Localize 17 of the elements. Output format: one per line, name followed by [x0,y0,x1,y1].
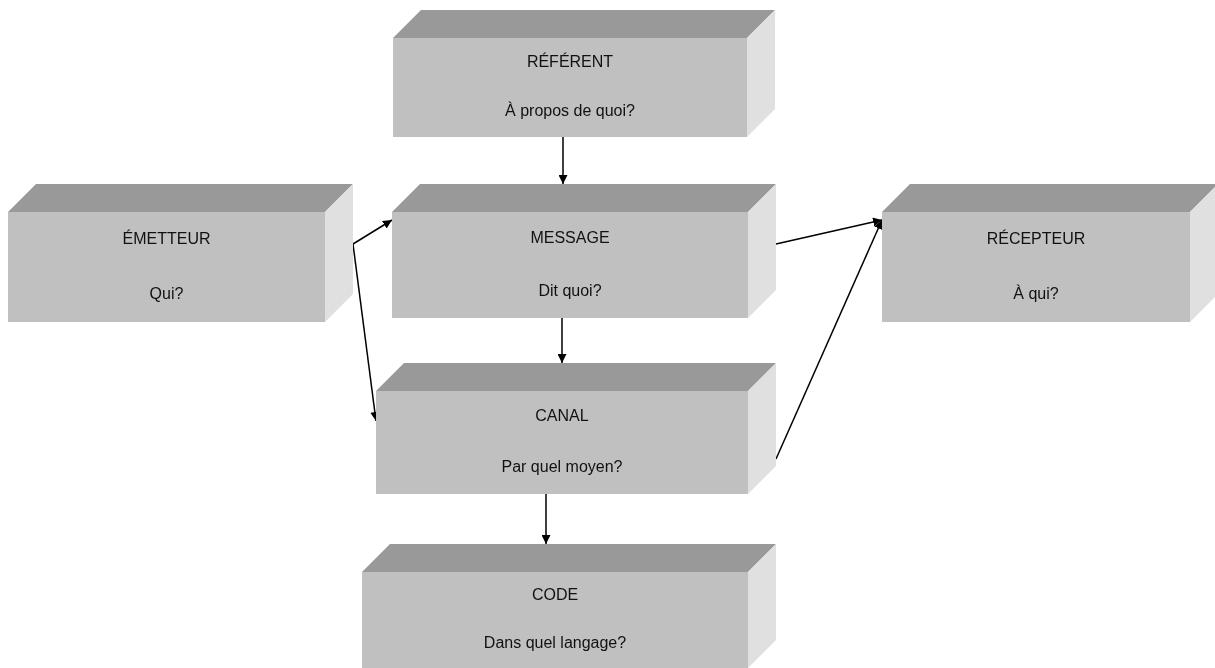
arrow [541,493,551,545]
block-title: RÉFÉRENT [525,52,615,71]
block-question: Par quel moyen? [500,458,624,477]
block-question: Dans quel langage? [482,634,628,652]
arrow [775,217,883,245]
block-title: RÉCEPTEUR [985,229,1087,248]
block-question: Qui? [148,284,185,303]
arrow [352,219,393,245]
block-question: Dit quoi? [537,281,603,300]
block-question: À qui? [1012,284,1060,303]
block-title: CODE [530,586,580,604]
block-question: À propos de quoi? [504,102,636,121]
block-title: MESSAGE [529,228,611,247]
arrow [558,136,568,185]
block-title: ÉMETTEUR [121,229,212,248]
block-title: CANAL [534,406,590,425]
arrow [557,317,567,364]
